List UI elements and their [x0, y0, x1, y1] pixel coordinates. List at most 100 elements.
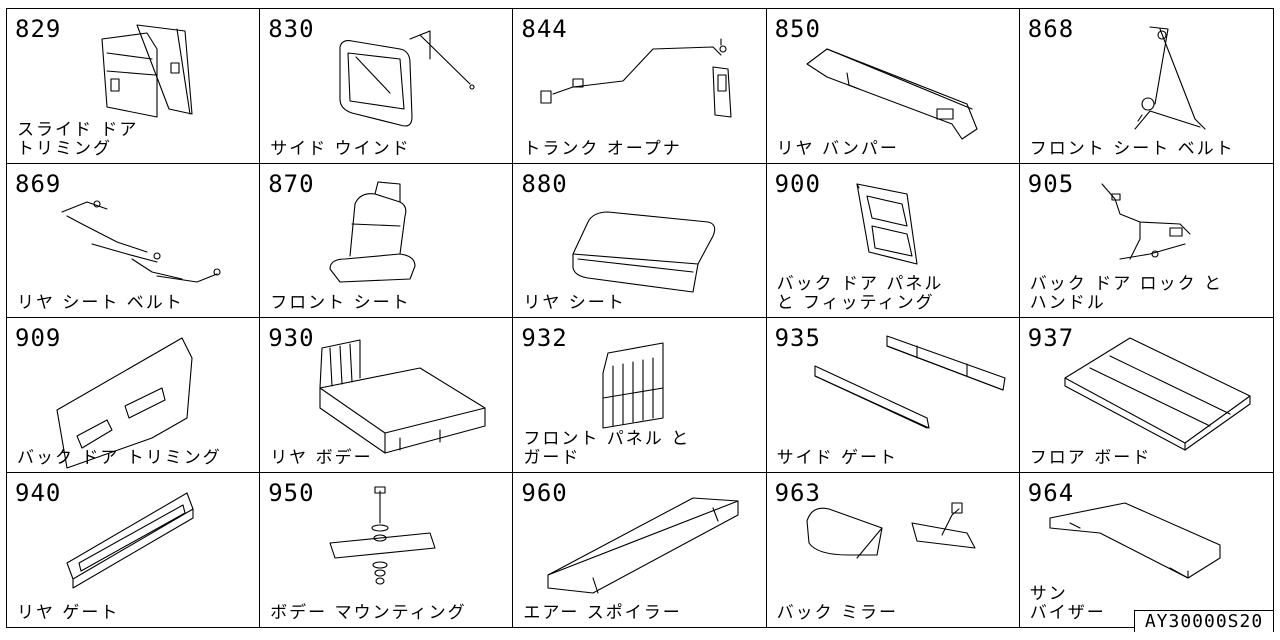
- part-group-905[interactable]: 905 バック ドア ロック とハンドル: [1019, 163, 1273, 318]
- part-label: バック ドア パネルと フィッティング: [777, 275, 944, 313]
- part-label-line: サイド ウインド: [270, 138, 411, 159]
- front-panel-guard-icon: [602, 342, 664, 429]
- part-label-line: スライド ドア: [17, 119, 139, 140]
- part-label-line: リヤ シート ベルト: [17, 293, 184, 313]
- part-group-868[interactable]: 868 フロント シート ベルト: [1019, 9, 1273, 164]
- part-group-844[interactable]: 844 トランク オープナ: [513, 9, 767, 164]
- part-label: スライド ドアトリミング: [17, 119, 139, 159]
- part-group-829[interactable]: 829 スライド ドアトリミング: [7, 9, 261, 164]
- part-label: バック ドア ロック とハンドル: [1030, 275, 1223, 313]
- part-label: サイド ゲート: [776, 447, 898, 468]
- part-code: 900: [774, 169, 821, 198]
- parts-index-grid: 829 スライド ドアトリミング 830 サイド ウインド 844 トランク オープナ 85…: [6, 8, 1274, 628]
- part-label: バック ドア トリミング: [17, 447, 222, 468]
- front-seat-icon: [329, 180, 416, 283]
- sun-visor-icon: [1049, 501, 1221, 579]
- part-group-850[interactable]: 850 リヤ バンパー: [766, 9, 1020, 164]
- part-label-line: トリミング: [17, 138, 112, 159]
- part-group-870[interactable]: 870 フロント シート: [260, 163, 514, 318]
- part-group-880[interactable]: 880 リヤ シート: [513, 163, 767, 318]
- part-code: 940: [15, 478, 62, 507]
- front-seat-belt-icon: [1134, 26, 1206, 130]
- part-label-line: バック ドア トリミング: [17, 447, 222, 468]
- part-label: フロント パネル とガード: [523, 428, 691, 468]
- part-code: 963: [774, 478, 821, 507]
- part-code: 930: [268, 324, 315, 352]
- part-label-line: バック ドア パネル: [776, 274, 944, 294]
- sliding-door-trim-icon: [101, 24, 193, 118]
- part-code: 937: [1027, 324, 1075, 352]
- part-group-963[interactable]: 963 バック ミラー: [766, 472, 1020, 627]
- trunk-opener-icon: [540, 38, 732, 118]
- rear-gate-icon: [66, 491, 194, 589]
- part-label-line: バイザー: [1029, 603, 1106, 623]
- part-label-line: ガード: [523, 447, 581, 468]
- back-door-trim-icon: [56, 337, 193, 469]
- part-code: 932: [521, 324, 568, 352]
- part-label-line: バック ミラー: [776, 603, 898, 623]
- part-group-940[interactable]: 940 リヤ ゲート: [7, 472, 261, 627]
- part-code: 868: [1027, 15, 1075, 43]
- part-label-line: と フィッティング: [776, 293, 935, 313]
- part-label-line: フロント シート: [270, 293, 411, 313]
- back-door-lock-icon: [1101, 182, 1191, 260]
- part-code: 880: [521, 169, 568, 198]
- part-label: フロント シート ベルト: [1030, 139, 1235, 159]
- part-label: リヤ ゲート: [17, 604, 119, 623]
- part-code: 950: [268, 478, 315, 507]
- part-code: 960: [521, 478, 568, 507]
- part-group-935[interactable]: 935 サイド ゲート: [766, 318, 1020, 473]
- part-group-869[interactable]: 869 リヤ シート ベルト: [7, 163, 261, 318]
- part-label-line: フロア ボード: [1029, 447, 1152, 468]
- part-group-930[interactable]: 930 リヤ ボデー: [260, 318, 514, 473]
- part-code: 870: [268, 169, 315, 198]
- part-label-line: リヤ ゲート: [17, 603, 120, 623]
- rear-seat-belt-icon: [61, 199, 221, 283]
- part-group-937[interactable]: 937 フロア ボード: [1019, 318, 1273, 473]
- part-label: リヤ バンパー: [776, 138, 899, 159]
- side-window-icon: [339, 30, 475, 127]
- part-label: サンバイザー: [1030, 585, 1106, 623]
- part-label-line: ハンドル: [1029, 293, 1106, 313]
- part-group-830[interactable]: 830 サイド ウインド: [260, 9, 514, 164]
- part-group-964[interactable]: 964 サンバイザー: [1019, 472, 1273, 627]
- part-label-line: リヤ シート: [523, 293, 626, 313]
- floor-board-icon: [1064, 337, 1251, 451]
- part-group-960[interactable]: 960 エアー スポイラー: [513, 472, 767, 627]
- part-label: ボデー マウンティング: [270, 604, 466, 623]
- part-label-line: エアー スポイラー: [523, 603, 682, 623]
- part-label-line: バック ドア ロック と: [1029, 274, 1224, 294]
- part-group-900[interactable]: 900 バック ドア パネルと フィッティング: [766, 163, 1020, 318]
- part-code: 850: [774, 15, 821, 43]
- part-code: 935: [774, 324, 821, 352]
- part-label: フロア ボード: [1029, 447, 1152, 468]
- part-label-line: トランク オープナ: [523, 138, 682, 159]
- back-mirror-icon: [806, 501, 976, 559]
- part-label-line: リヤ バンパー: [776, 138, 899, 159]
- side-gate-icon: [814, 335, 1006, 429]
- part-label-line: サイド ゲート: [776, 447, 898, 468]
- part-label: サイド ウインド: [270, 138, 411, 159]
- part-label-line: リヤ ボデー: [270, 447, 373, 468]
- part-group-950[interactable]: 950 ボデー マウンティング: [260, 472, 514, 627]
- part-code: 869: [15, 169, 62, 198]
- body-mounting-icon: [329, 485, 436, 585]
- back-door-panel-icon: [856, 182, 918, 265]
- part-code: 829: [15, 15, 62, 43]
- part-label: リヤ シート ベルト: [17, 294, 184, 313]
- part-code: 830: [268, 15, 315, 43]
- part-label: リヤ ボデー: [270, 447, 373, 468]
- part-group-909[interactable]: 909 バック ドア トリミング: [7, 318, 261, 473]
- part-code: 905: [1027, 169, 1075, 198]
- part-label-line: フロント パネル と: [523, 428, 691, 449]
- part-code: 964: [1027, 478, 1075, 507]
- part-label: エアー スポイラー: [523, 604, 681, 623]
- part-group-932[interactable]: 932 フロント パネル とガード: [513, 318, 767, 473]
- part-code: 909: [15, 324, 62, 352]
- rear-seat-icon: [572, 210, 716, 293]
- air-spoiler-icon: [547, 496, 739, 594]
- part-label: バック ミラー: [777, 604, 898, 623]
- rear-body-icon: [319, 339, 486, 454]
- part-code: 844: [521, 15, 568, 43]
- part-label: リヤ シート: [523, 294, 625, 313]
